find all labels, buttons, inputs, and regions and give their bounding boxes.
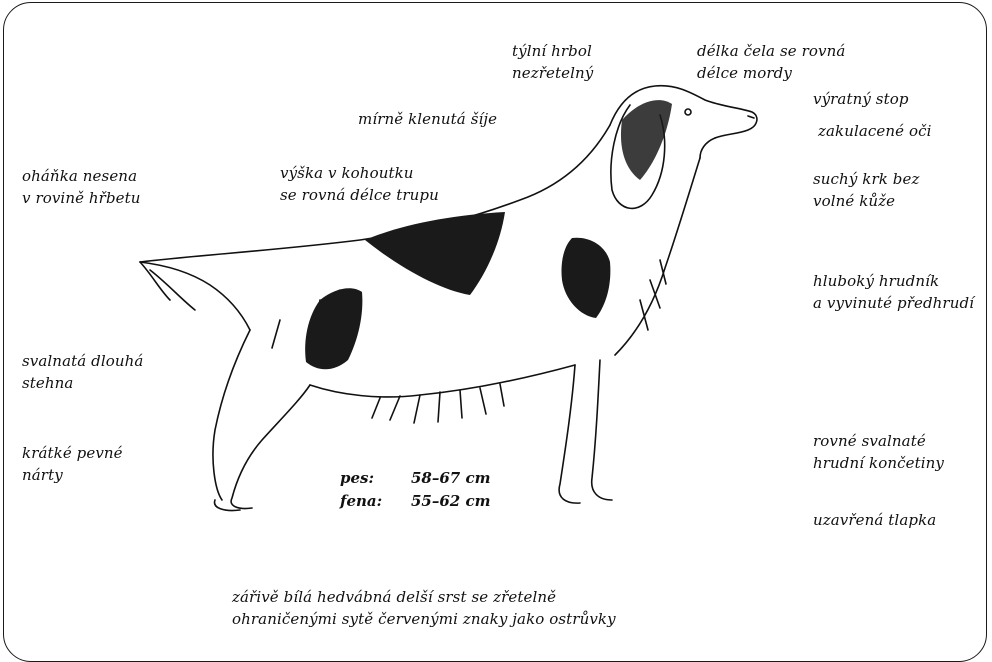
label-vyratny-stop: výratný stop	[813, 88, 909, 110]
size-row-pes: pes: 58–67 cm	[340, 467, 490, 490]
label-klenuta-sije: mírně klenutá šíje	[358, 108, 497, 130]
size-pes-value: 58–67 cm	[411, 467, 490, 490]
label-srst: zářivě bílá hedvábná delší srst se zřete…	[232, 586, 616, 630]
size-table: pes: 58–67 cm fena: 55–62 cm	[340, 467, 490, 513]
size-row-fena: fena: 55–62 cm	[340, 490, 490, 513]
size-fena-value: 55–62 cm	[411, 490, 490, 513]
label-tlapka: uzavřená tlapka	[813, 509, 936, 531]
size-fena-label: fena:	[340, 490, 411, 513]
label-zakulacene-oci: zakulacené oči	[818, 120, 932, 142]
size-pes-label: pes:	[340, 467, 411, 490]
